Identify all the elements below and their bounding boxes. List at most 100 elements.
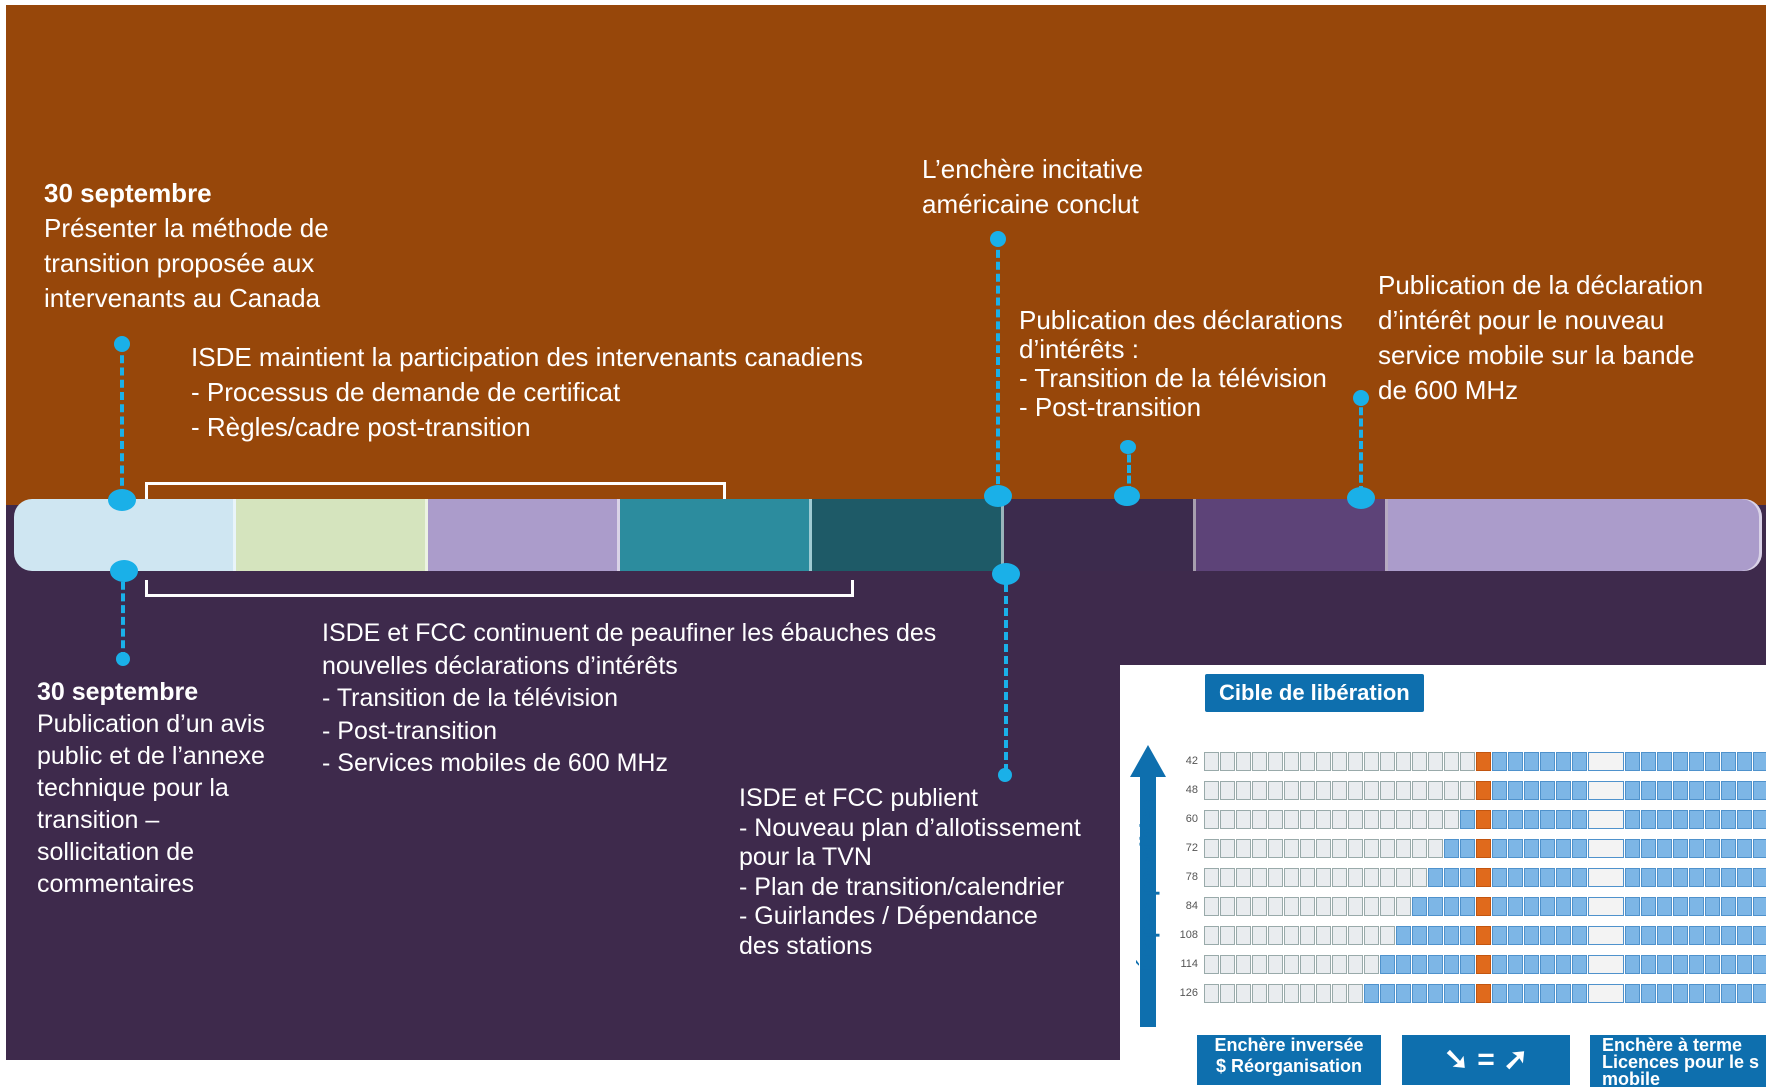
channel-cell — [1705, 780, 1720, 800]
channel-cell — [1625, 751, 1640, 771]
channel-cell — [1284, 983, 1299, 1003]
channel-cell — [1348, 954, 1363, 974]
channel-cell — [1737, 896, 1752, 916]
row-label: 48 — [1185, 784, 1198, 796]
channel-cell — [1268, 809, 1283, 829]
dot-b3 — [992, 563, 1020, 585]
channel-cell — [1364, 780, 1379, 800]
channel-cell — [1556, 867, 1571, 887]
timeline-bar — [14, 499, 1762, 571]
channel-cell — [1364, 838, 1379, 858]
event-top-3-line: américaine conclut — [922, 189, 1139, 219]
event-bottom-1-date: 30 septembre — [37, 678, 199, 706]
channel-cell — [1737, 838, 1752, 858]
channel-cell — [1673, 838, 1688, 858]
connector-4-top — [1127, 444, 1134, 494]
channel-cell — [1689, 983, 1704, 1003]
channel-cell — [1252, 983, 1267, 1003]
channel-cell — [1460, 983, 1475, 1003]
channel-cell — [1444, 838, 1459, 858]
channel-cell — [1332, 954, 1347, 974]
channel-cell — [1476, 780, 1491, 800]
channel-cell — [1737, 983, 1752, 1003]
timeline-segment — [236, 499, 428, 571]
channel-cell — [1252, 867, 1267, 887]
event-bottom-3-line: pour la TVN — [739, 843, 872, 871]
channel-cell — [1284, 838, 1299, 858]
channel-cell — [1705, 983, 1720, 1003]
channel-cell — [1572, 954, 1587, 974]
channel-cell — [1460, 954, 1475, 974]
event-bottom-1-line: technique pour la — [37, 774, 229, 802]
event-top-1-line: transition proposée aux — [44, 248, 315, 278]
channel-cell — [1641, 780, 1656, 800]
channel-cell — [1524, 809, 1539, 829]
channel-cell — [1508, 867, 1523, 887]
channel-cell — [1705, 896, 1720, 916]
channel-cell — [1657, 838, 1672, 858]
channel-cell — [1508, 896, 1523, 916]
event-top-4-line: Publication des déclarations — [1019, 305, 1343, 335]
channel-cell — [1508, 925, 1523, 945]
channel-cell — [1252, 809, 1267, 829]
channel-cell — [1737, 751, 1752, 771]
event-top-1-line: intervenants au Canada — [44, 283, 321, 313]
channel-cell — [1476, 925, 1491, 945]
arrow-right-icon: ➘ — [1443, 1043, 1469, 1076]
channel-cell — [1556, 925, 1571, 945]
channel-cell — [1689, 867, 1704, 887]
channel-cell — [1316, 983, 1331, 1003]
channel-cell — [1252, 896, 1267, 916]
channel-cell — [1657, 809, 1672, 829]
channel-cell — [1556, 954, 1571, 974]
channel-cell — [1524, 983, 1539, 1003]
channel-cell — [1588, 751, 1624, 771]
channel-cell — [1412, 983, 1427, 1003]
channel-cell — [1444, 867, 1459, 887]
channel-cell — [1460, 780, 1475, 800]
row-label: 114 — [1180, 958, 1198, 970]
channel-cell — [1524, 838, 1539, 858]
channel-cell — [1396, 983, 1411, 1003]
timeline-segment — [812, 499, 1004, 571]
band-plan-row: 114 — [1172, 952, 1766, 976]
channel-cell — [1204, 809, 1219, 829]
channel-cell — [1572, 896, 1587, 916]
channel-cell — [1220, 925, 1235, 945]
channel-cell — [1556, 983, 1571, 1003]
timeline-segment — [1004, 499, 1196, 571]
channel-cell — [1412, 780, 1427, 800]
channel-cell — [1412, 896, 1427, 916]
dot-5-top-end — [1353, 390, 1369, 406]
channel-cell — [1657, 780, 1672, 800]
channel-cell — [1428, 780, 1443, 800]
channel-cell — [1316, 954, 1331, 974]
event-top-5-line: d’intérêt pour le nouveau — [1378, 305, 1665, 335]
event-top-5: Publication de la déclaration d’intérêt … — [1378, 268, 1703, 408]
channel-cell — [1753, 780, 1766, 800]
channel-cell — [1641, 867, 1656, 887]
channel-cell — [1380, 983, 1395, 1003]
channel-cell — [1625, 925, 1640, 945]
dot-1-bottom — [110, 560, 138, 582]
channel-cell — [1492, 780, 1507, 800]
channel-cell — [1236, 867, 1251, 887]
band-plan-row: 72 — [1172, 836, 1766, 860]
channel-cell — [1412, 809, 1427, 829]
channel-cell — [1689, 954, 1704, 974]
channel-cell — [1396, 809, 1411, 829]
channel-cell — [1588, 809, 1624, 829]
channel-cell — [1705, 867, 1720, 887]
channel-cell — [1556, 809, 1571, 829]
row-label: 84 — [1185, 900, 1198, 912]
channel-cell — [1284, 780, 1299, 800]
channel-cell — [1657, 954, 1672, 974]
dot-3-top — [984, 485, 1012, 507]
channel-cell — [1705, 925, 1720, 945]
event-top-1-date: 30 septembre — [44, 178, 212, 208]
channel-cell — [1348, 925, 1363, 945]
dot-1-bottom-end — [116, 652, 130, 666]
release-target-label: Cible de libération — [1205, 674, 1424, 712]
channel-cell — [1220, 780, 1235, 800]
connector-5-top — [1359, 396, 1366, 494]
